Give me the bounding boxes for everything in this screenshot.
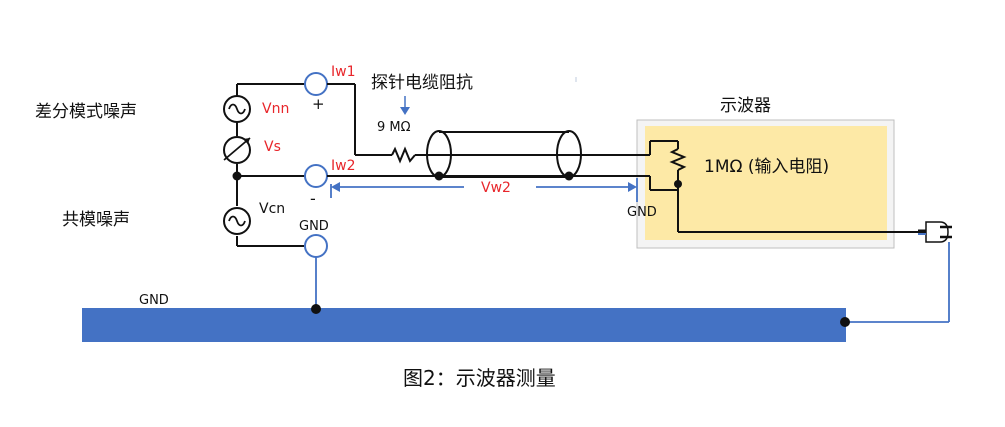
vw2-label: Vw2 xyxy=(481,180,511,196)
gnd-node-label: GND xyxy=(299,219,329,234)
iw2-label: Iw2 xyxy=(331,158,356,174)
terminal-w1 xyxy=(304,72,328,96)
ground-connections xyxy=(311,242,950,327)
oscilloscope xyxy=(636,119,895,249)
resistor-value-label: 9 MΩ xyxy=(377,120,411,135)
vs-label: Vs xyxy=(264,139,281,155)
terminal-w2 xyxy=(304,164,328,188)
common-noise-label: 共模噪声 xyxy=(62,210,130,230)
plug-icon xyxy=(918,221,952,243)
oscilloscope-panel xyxy=(645,126,887,240)
variable-source-icon xyxy=(223,136,251,164)
terminal-gnd xyxy=(304,234,328,258)
vnn-label: Vnn xyxy=(262,101,289,117)
probe-resistance-label: 探针电缆阻抗 xyxy=(371,73,473,93)
coax-cable xyxy=(426,130,582,181)
ground-bar xyxy=(82,308,846,342)
resistor-icon xyxy=(669,148,687,171)
vw2-measure xyxy=(330,178,638,202)
scope-input-wiring xyxy=(649,140,926,233)
ac-source-icon xyxy=(223,207,251,235)
plus-sign: + xyxy=(312,95,325,113)
marker-dot xyxy=(575,77,577,82)
scope-input-label: 1MΩ (输入电阻) xyxy=(704,157,829,177)
ac-source-icon xyxy=(223,95,251,123)
signal-wire xyxy=(327,83,650,164)
junction-dot xyxy=(232,171,242,181)
gnd-bar-label: GND xyxy=(139,293,169,308)
iw1-label: Iw1 xyxy=(331,64,356,80)
diff-noise-label: 差分模式噪声 xyxy=(35,102,137,122)
gnd-scope-label: GND xyxy=(627,205,657,220)
arrow-icon xyxy=(400,96,410,115)
figure-caption: 图2：示波器测量 xyxy=(403,366,556,390)
vcn-label: Vcn xyxy=(259,201,285,217)
minus-sign: - xyxy=(310,189,316,208)
source-wiring xyxy=(232,83,305,247)
scope-title: 示波器 xyxy=(720,96,771,116)
resistor-icon xyxy=(391,146,416,164)
